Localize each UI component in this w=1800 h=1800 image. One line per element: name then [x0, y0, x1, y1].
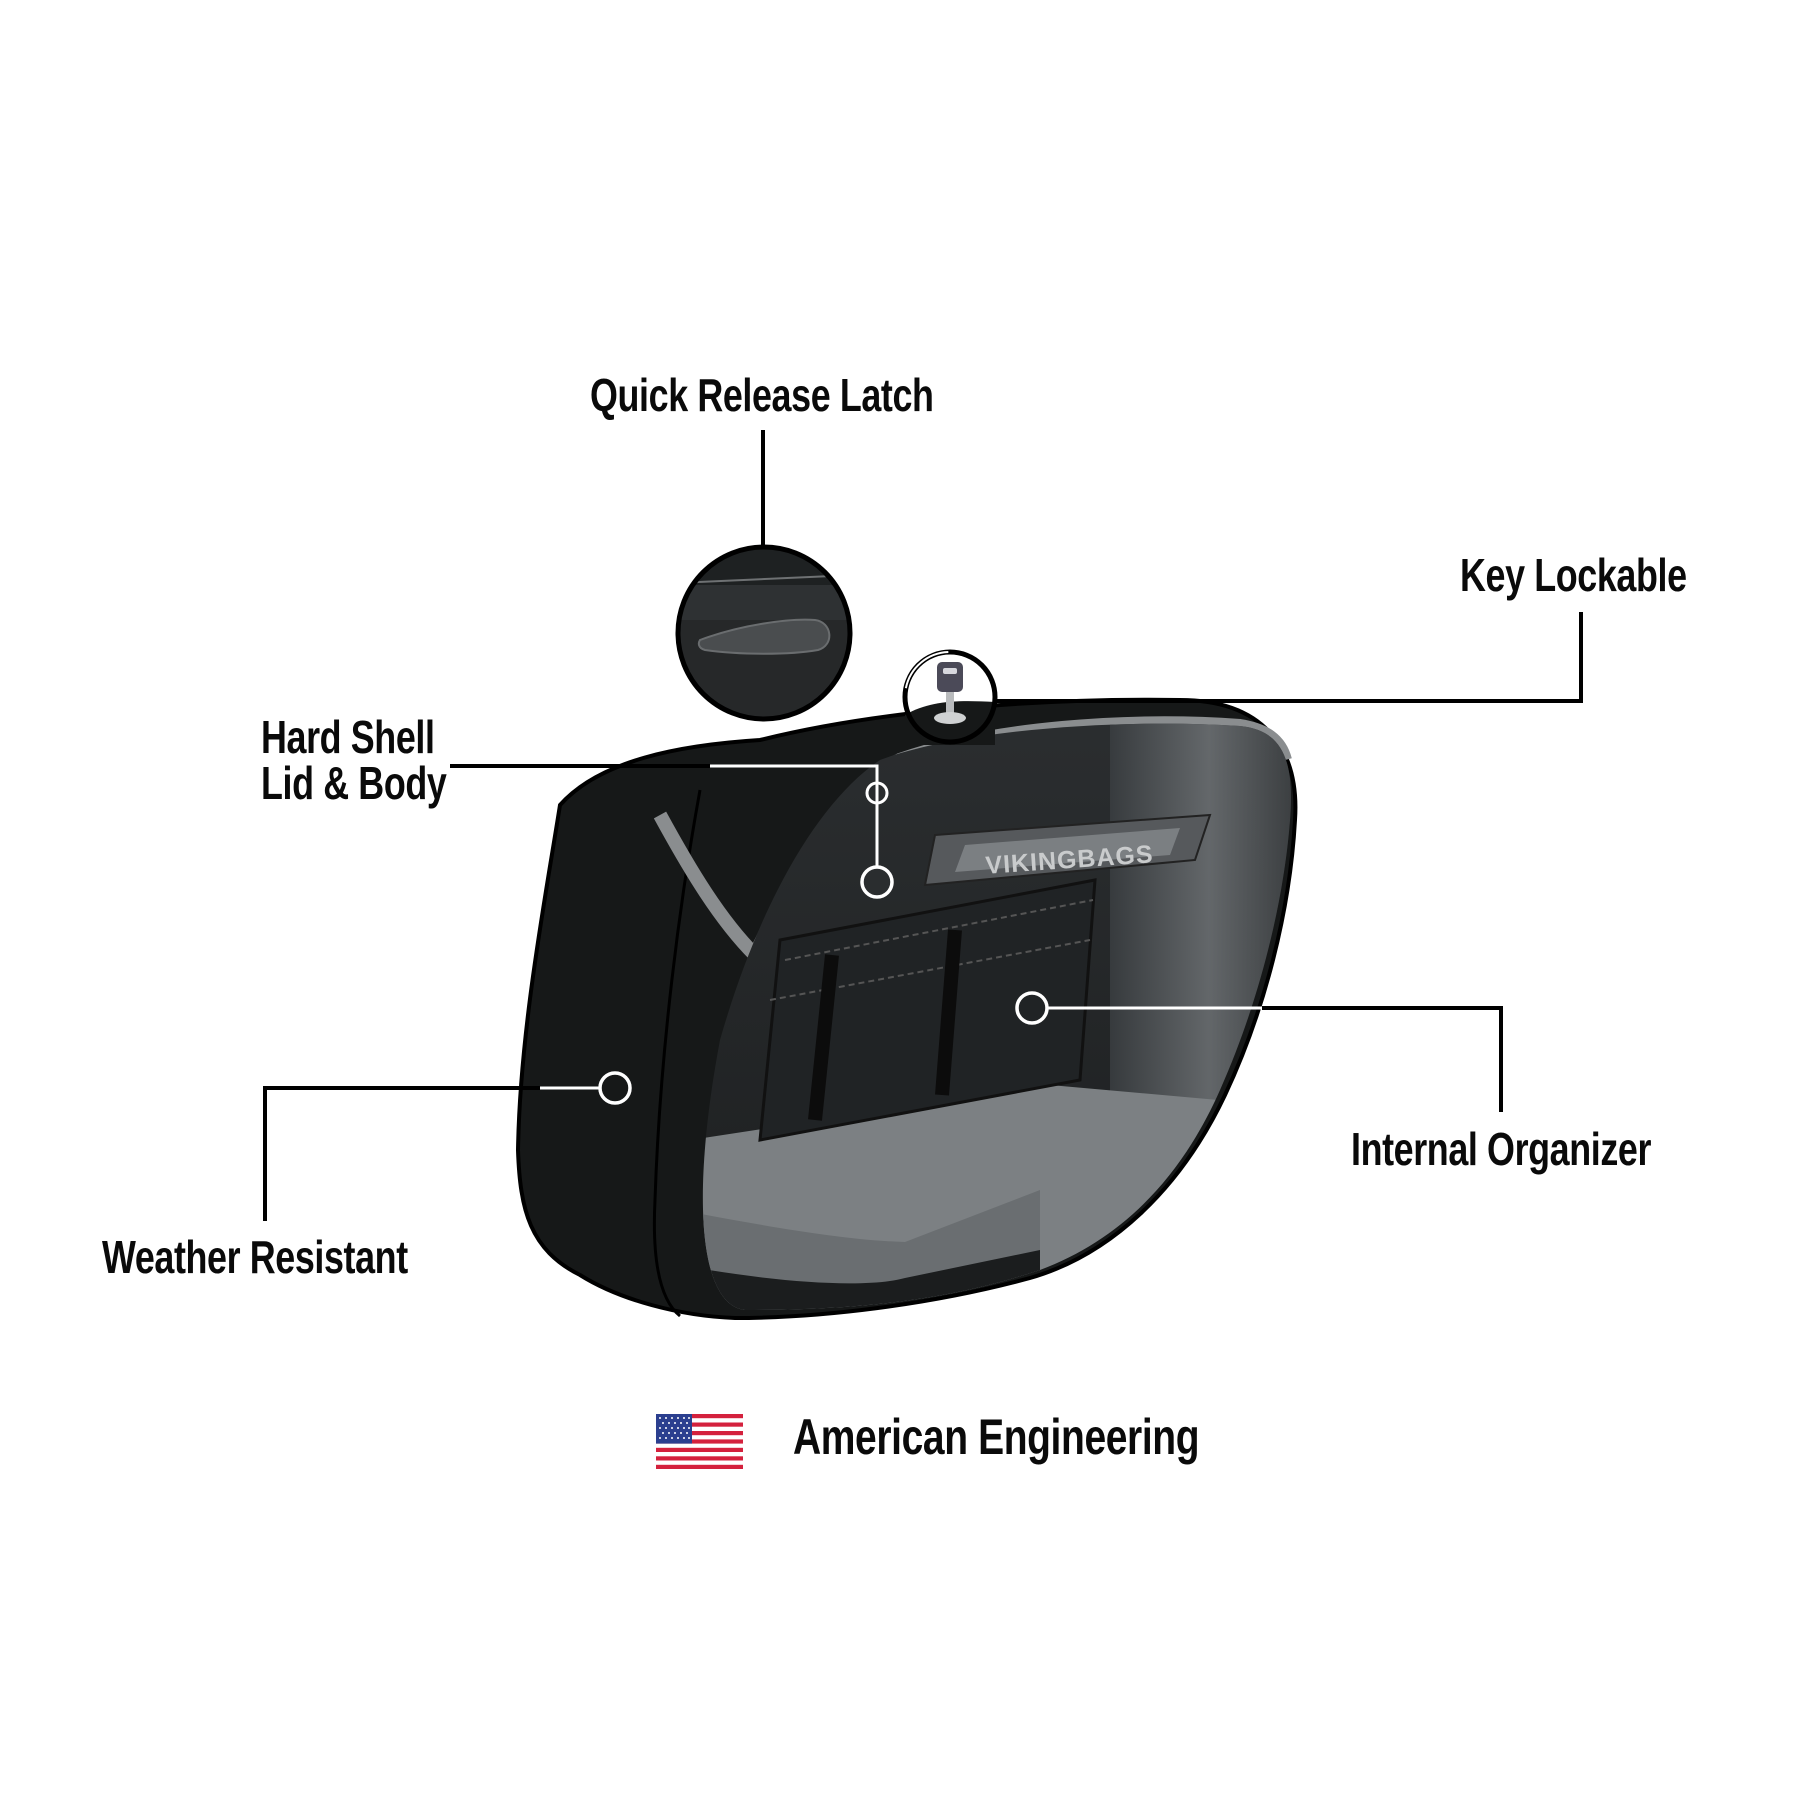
- label-key-lockable: Key Lockable: [1460, 549, 1687, 601]
- label-internal-organizer: Internal Organizer: [1351, 1123, 1652, 1175]
- callout-weather-resistant: [263, 1071, 632, 1221]
- us-flag-icon: [656, 1414, 743, 1469]
- callout-internal-organizer: [1015, 991, 1503, 1112]
- footer-american-engineering: American Engineering: [793, 1409, 1200, 1465]
- saddlebag-body: VIKINGBAGS: [515, 697, 1298, 1321]
- label-hard-shell-line1: Hard Shell: [261, 711, 435, 763]
- label-hard-shell-line2: Lid & Body: [261, 757, 447, 809]
- callout-hard-shell: [450, 764, 894, 899]
- callout-quick-release-latch: [675, 430, 853, 722]
- label-weather-resistant: Weather Resistant: [102, 1231, 408, 1283]
- key-icon: [934, 662, 966, 724]
- callout-key-lockable: [902, 612, 1583, 745]
- label-quick-release-latch: Quick Release Latch: [590, 369, 934, 421]
- latch-handle-icon: [697, 618, 831, 655]
